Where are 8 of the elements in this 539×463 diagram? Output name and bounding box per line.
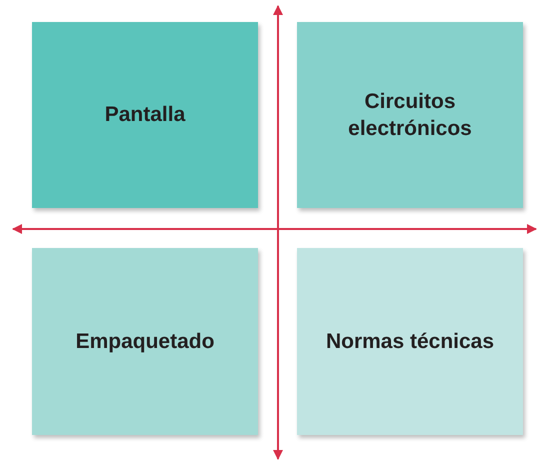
quadrant-label: Pantalla [104, 102, 186, 128]
quadrant-box [297, 22, 523, 208]
quadrant-box [297, 248, 523, 435]
quadrant-label: Empaquetado [76, 328, 214, 355]
quadrant-box [32, 248, 258, 435]
quadrant-label: Circuitos electrónicos [347, 88, 473, 142]
quadrant-label: Normas técnicas [326, 328, 494, 355]
quadrant-box [32, 22, 258, 208]
